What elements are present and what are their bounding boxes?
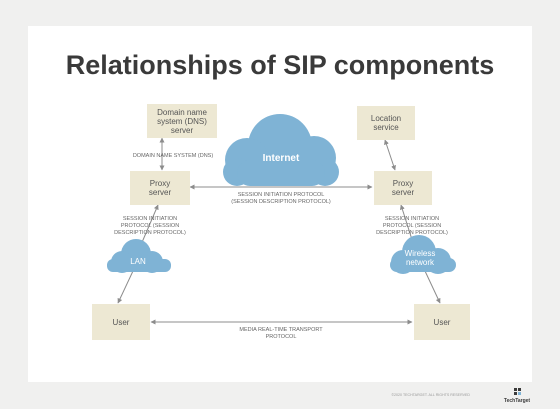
edge-label-left-3: DESCRIPTION PROTOCOL) <box>114 230 186 236</box>
edge-location-proxy <box>384 139 396 171</box>
lan-cloud <box>107 239 171 273</box>
edge-wireless-user <box>424 270 441 304</box>
location-service-label-1: Location <box>371 114 401 123</box>
internet-label: Internet <box>263 153 300 164</box>
dns-server-box <box>147 104 217 138</box>
edge-label-proxy-proxy-1: SESSION INITIATION PROTOCOL <box>238 192 325 198</box>
proxy-right-label-2: server <box>392 188 415 197</box>
proxy-left-label-2: server <box>149 188 172 197</box>
user-right-box <box>414 304 470 340</box>
edge-label-dns: DOMAIN NAME SYSTEM (DNS) <box>133 153 214 159</box>
dns-server-label-2: system (DNS) <box>157 117 207 126</box>
edge-lan-user <box>117 270 134 304</box>
edge-label-right-2: PROTOCOL (SESSION <box>383 223 441 229</box>
user-left-box <box>92 304 150 340</box>
proxy-right-label-1: Proxy <box>393 179 413 188</box>
dns-server-label-3: server <box>171 126 194 135</box>
copyright-text: ©2020 TECHTARGET. ALL RIGHTS RESERVED <box>391 393 470 397</box>
dns-server-label-1: Domain name <box>157 108 207 117</box>
user-left-label: User <box>113 318 130 327</box>
edge-label-media-1: MEDIA REAL-TIME TRANSPORT <box>239 327 323 333</box>
edge-label-media-2: PROTOCOL <box>266 334 297 340</box>
diagram-title: Relationships of SIP components <box>66 50 495 80</box>
proxy-server-right-box <box>374 171 432 205</box>
internet-cloud <box>223 114 339 186</box>
edge-label-right-3: DESCRIPTION PROTOCOL) <box>376 230 448 236</box>
edge-label-proxy-proxy-2: (SESSION DESCRIPTION PROTOCOL) <box>231 199 331 205</box>
edge-label-left-2: PROTOCOL (SESSION <box>121 223 179 229</box>
edge-label-right-1: SESSION INITIATION <box>385 216 439 222</box>
wireless-label-1: Wireless <box>405 249 436 258</box>
edge-label-left-1: SESSION INITIATION <box>123 216 177 222</box>
brand-text: TechTarget <box>504 398 531 404</box>
wireless-label-2: network <box>406 258 435 267</box>
wireless-network-cloud <box>390 235 456 274</box>
proxy-server-left-box <box>130 171 190 205</box>
proxy-left-label-1: Proxy <box>150 179 170 188</box>
location-service-box <box>357 106 415 140</box>
edge-lan-proxy <box>139 204 159 248</box>
location-service-label-2: service <box>373 123 399 132</box>
techtarget-logo: TechTarget <box>504 388 531 404</box>
lan-label: LAN <box>130 257 146 266</box>
user-right-label: User <box>434 318 451 327</box>
